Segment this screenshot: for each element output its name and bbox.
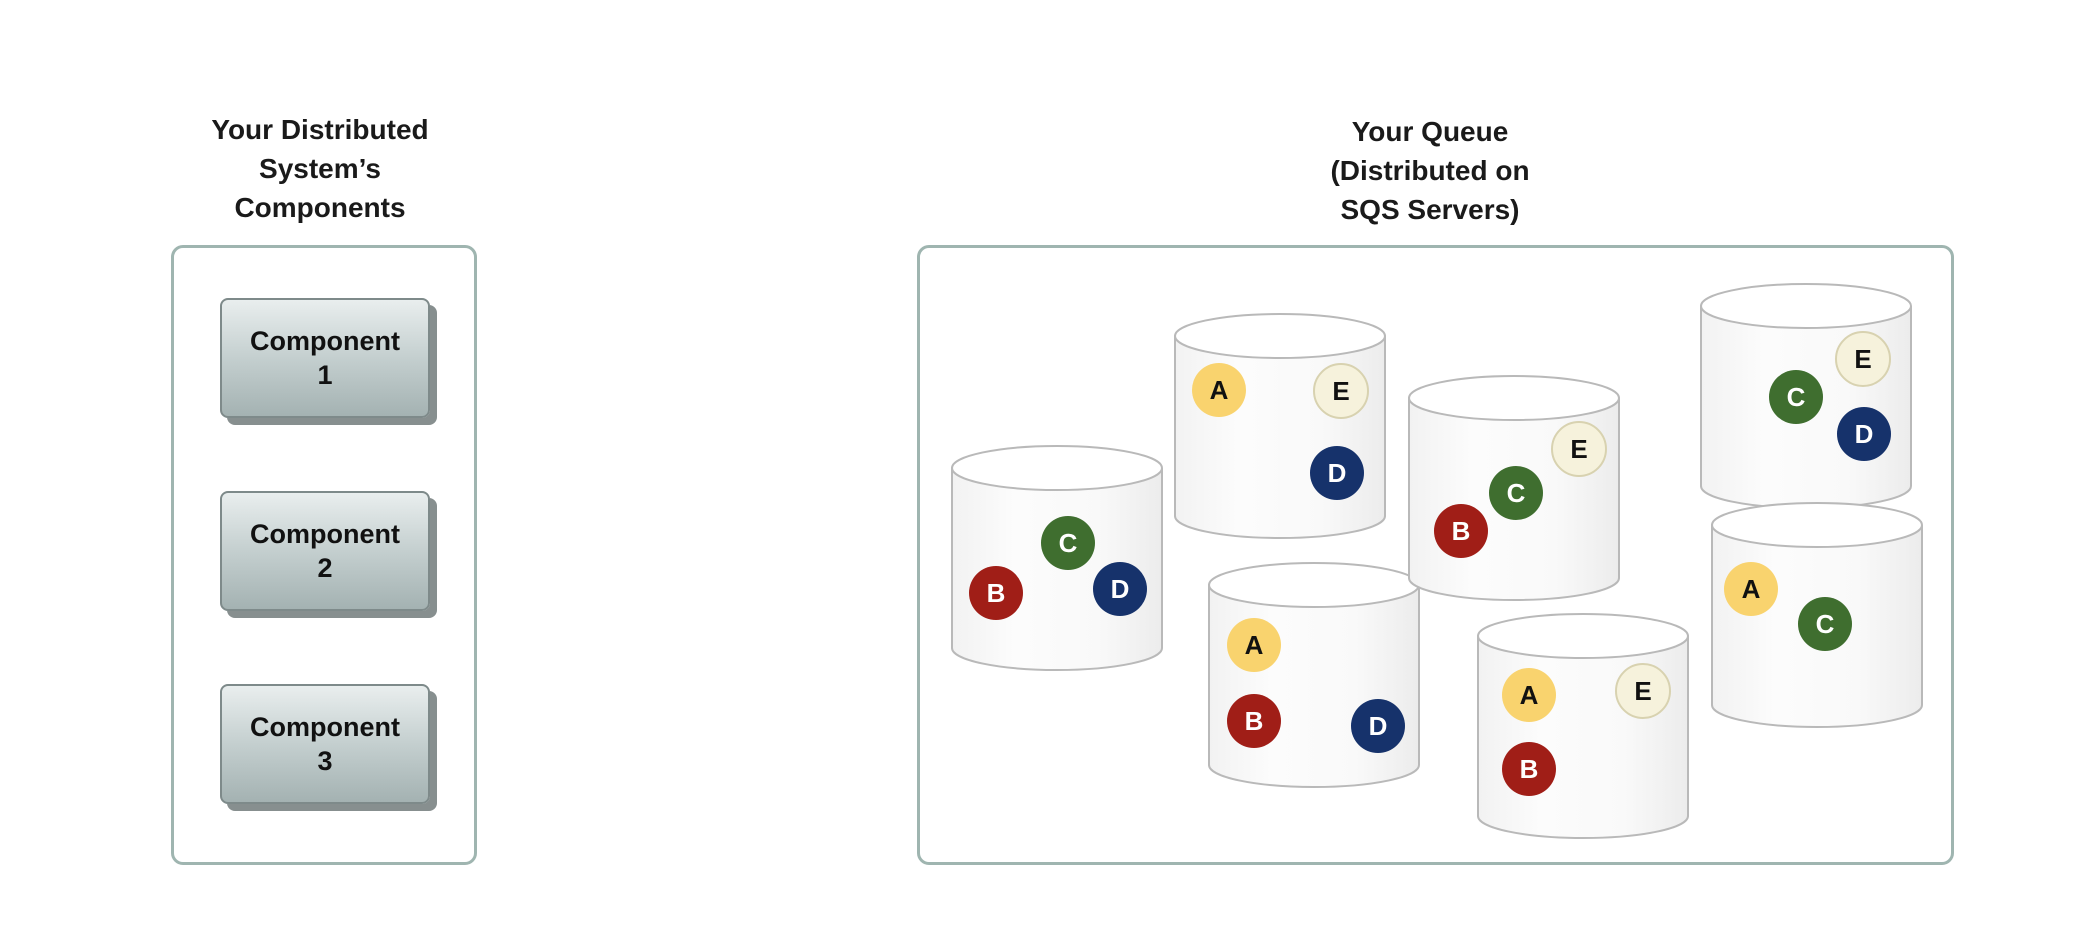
server-cylinder-top (1174, 313, 1386, 359)
message-circle (1615, 663, 1671, 719)
components-panel: Component 1 Component 2 Component 3 (171, 245, 477, 865)
message-circle (1837, 407, 1891, 461)
message-c[interactable]: C (1041, 516, 1095, 570)
message-d[interactable]: D (1093, 562, 1147, 616)
message-label: E (1634, 676, 1651, 706)
message-circle (1313, 363, 1369, 419)
message-label: D (1369, 711, 1388, 741)
message-d[interactable]: D (1351, 699, 1405, 753)
message-circle (1093, 562, 1147, 616)
message-circle (1434, 504, 1488, 558)
message-circle (1041, 516, 1095, 570)
message-circle (1502, 742, 1556, 796)
message-label: D (1328, 458, 1347, 488)
message-b[interactable]: B (969, 566, 1023, 620)
message-label: B (987, 578, 1006, 608)
message-c[interactable]: C (1798, 597, 1852, 651)
message-a[interactable]: A (1724, 562, 1778, 616)
queue-server-2: A E D (1174, 313, 1386, 539)
message-circle (1227, 618, 1281, 672)
message-circle (1351, 699, 1405, 753)
server-cylinder-body (951, 468, 1163, 671)
message-label: A (1210, 375, 1229, 405)
component-3-box[interactable]: Component 3 (220, 684, 430, 804)
message-circle (969, 566, 1023, 620)
message-a[interactable]: A (1192, 363, 1246, 417)
message-circle (1310, 446, 1364, 500)
message-label: B (1520, 754, 1539, 784)
message-b[interactable]: B (1227, 694, 1281, 748)
server-cylinder-top (1477, 613, 1689, 659)
message-label: B (1245, 706, 1264, 736)
queue-server-7: AC (1711, 502, 1923, 728)
message-d[interactable]: D (1837, 407, 1891, 461)
server-cylinder-top (951, 445, 1163, 491)
message-circle (1835, 331, 1891, 387)
message-label: D (1855, 419, 1874, 449)
message-circle (1551, 421, 1607, 477)
message-c[interactable]: C (1769, 370, 1823, 424)
message-a[interactable]: A (1227, 618, 1281, 672)
message-label: A (1742, 574, 1761, 604)
message-d[interactable]: D (1310, 446, 1364, 500)
message-circle (1489, 466, 1543, 520)
message-circle (1798, 597, 1852, 651)
queue-server-4: E C B (1408, 375, 1620, 601)
message-label: A (1245, 630, 1264, 660)
server-cylinder-body (1208, 585, 1420, 788)
message-circle (1724, 562, 1778, 616)
component-1-box[interactable]: Component 1 (220, 298, 430, 418)
message-e[interactable]: E (1313, 363, 1369, 419)
message-label: B (1452, 516, 1471, 546)
message-label: C (1507, 478, 1526, 508)
queue-server-3: A B D (1208, 562, 1420, 788)
message-c[interactable]: C (1489, 466, 1543, 520)
server-cylinder-top (1700, 283, 1912, 329)
message-e[interactable]: E (1615, 663, 1671, 719)
queue-server-5: A E B (1477, 613, 1689, 839)
message-b[interactable]: B (1434, 504, 1488, 558)
component-2-box[interactable]: Component 2 (220, 491, 430, 611)
server-cylinder-top (1208, 562, 1420, 608)
message-circle (1502, 668, 1556, 722)
message-label: D (1111, 574, 1130, 604)
message-e[interactable]: E (1835, 331, 1891, 387)
message-circle (1769, 370, 1823, 424)
message-label: C (1787, 382, 1806, 412)
components-title: Your Distributed System’s Components (211, 114, 429, 223)
message-a[interactable]: A (1502, 668, 1556, 722)
server-cylinder-top (1408, 375, 1620, 421)
server-cylinder-body (1477, 636, 1689, 839)
queue-server-1: B C D (951, 445, 1163, 671)
message-label: A (1520, 680, 1539, 710)
message-e[interactable]: E (1551, 421, 1607, 477)
message-label: C (1816, 609, 1835, 639)
queue-server-6: C E D (1700, 283, 1912, 509)
message-label: E (1332, 376, 1349, 406)
message-b[interactable]: B (1502, 742, 1556, 796)
message-label: E (1854, 344, 1871, 374)
message-label: E (1570, 434, 1587, 464)
message-circle (1192, 363, 1246, 417)
message-circle (1227, 694, 1281, 748)
message-label: C (1059, 528, 1078, 558)
server-cylinder-top (1711, 502, 1923, 548)
queue-title: Your Queue (Distributed on SQS Servers) (1330, 116, 1530, 225)
